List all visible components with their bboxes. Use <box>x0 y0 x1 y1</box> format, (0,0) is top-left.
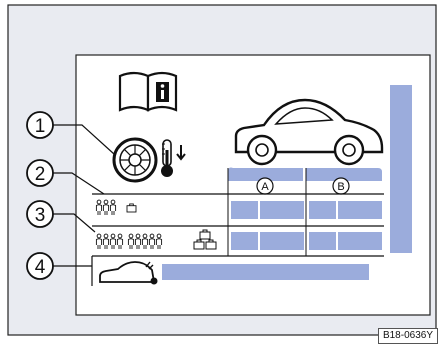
cell-row2-a-rear <box>260 232 304 250</box>
cell-row2-a-front <box>231 232 258 250</box>
cell-row1-b-rear <box>338 201 382 219</box>
column-a-label: A <box>261 181 269 193</box>
side-info-bar <box>390 85 412 253</box>
figure-code: B18-0636Y <box>378 328 438 344</box>
callout-1-label: 1 <box>35 116 46 137</box>
cell-row1-b-front <box>309 201 336 219</box>
cell-row2-b-rear <box>338 232 382 250</box>
callout-4-label: 4 <box>35 257 46 278</box>
eco-pressure-bar <box>162 264 369 280</box>
cell-row1-a-front <box>231 201 258 219</box>
cell-row1-a-rear <box>260 201 304 219</box>
column-a-marker: A <box>257 178 273 194</box>
callout-3-label: 3 <box>35 205 46 226</box>
callout-2-label: 2 <box>35 164 46 185</box>
book-info-icon <box>120 73 176 110</box>
column-b-label: B <box>337 181 344 193</box>
column-b-marker: B <box>333 178 349 194</box>
cell-row2-b-front <box>309 232 336 250</box>
